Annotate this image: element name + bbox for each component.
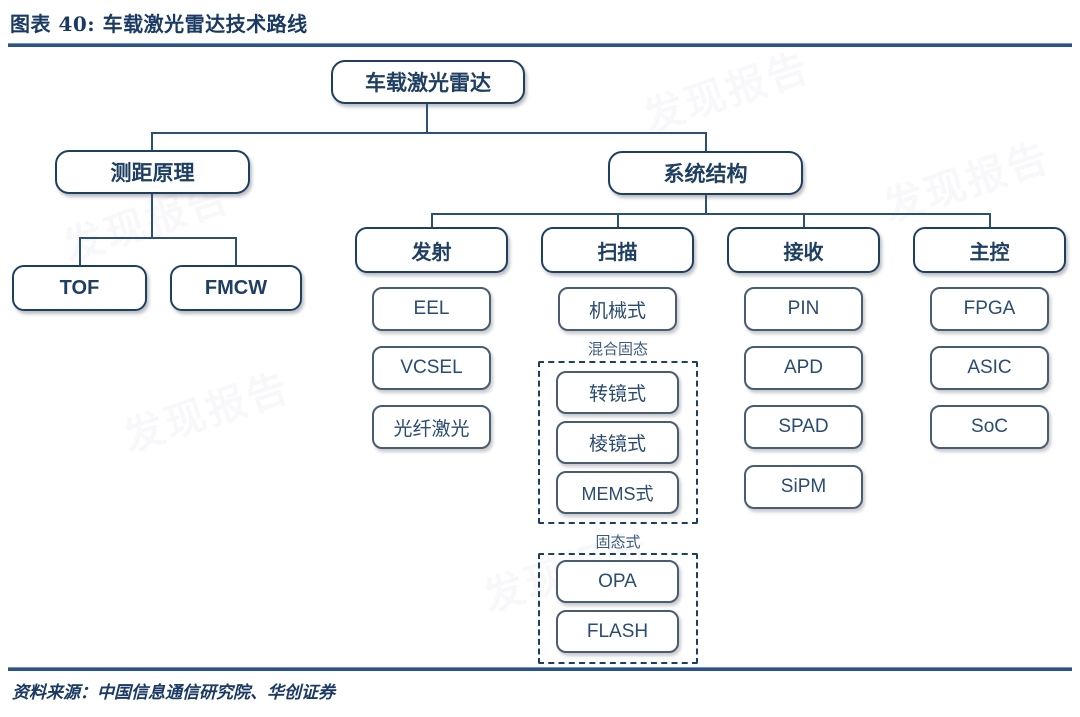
node-label: PIN (787, 298, 820, 319)
node-label: TOF (59, 276, 100, 299)
leaf-apd[interactable]: APD (744, 346, 863, 390)
connector-system-bus (431, 213, 990, 215)
group-box-solid-state (538, 553, 698, 664)
leaf-sipm[interactable]: SiPM (744, 465, 863, 509)
node-receive[interactable]: 接收 (727, 227, 880, 273)
leaf-spad[interactable]: SPAD (744, 405, 863, 449)
connector-ranging-stem (151, 193, 153, 238)
connector-root-stem (426, 103, 428, 133)
node-label: 机械式 (588, 300, 646, 322)
watermark: 发现报告 (118, 365, 296, 461)
node-label: 光纤激光 (393, 418, 470, 440)
node-label: 接收 (783, 241, 824, 264)
node-emit[interactable]: 发射 (355, 227, 508, 273)
connector-system-stem (705, 194, 707, 214)
node-label: EEL (413, 298, 450, 319)
connector-to-ranging (151, 132, 153, 152)
source-note: 资料来源：中国信息通信研究院、华创证券 (12, 683, 335, 703)
node-label: 转镜式 (588, 384, 646, 405)
leaf-opa[interactable]: OPA (556, 560, 679, 603)
node-ranging-principle[interactable]: 测距原理 (55, 150, 250, 194)
node-fmcw[interactable]: FMCW (170, 265, 302, 311)
node-label: 主控 (969, 241, 1010, 264)
connector-to-scan (617, 213, 619, 227)
node-label: FLASH (586, 620, 649, 642)
watermark: 发现报告 (878, 135, 1056, 231)
node-label: 车载激光雷达 (365, 72, 491, 95)
connector-to-fmcw (235, 237, 237, 265)
connector-ranging-bus (79, 237, 237, 239)
group-label-hybrid-solid: 混合固态 (587, 341, 648, 358)
leaf-flash[interactable]: FLASH (556, 610, 679, 653)
connector-to-receive (803, 213, 805, 227)
connector-to-tof (79, 237, 81, 265)
node-label: 棱镜式 (588, 434, 646, 455)
connector-to-emit (431, 213, 433, 227)
connector-to-control (989, 213, 991, 227)
connector-root-bus (151, 132, 707, 134)
source-divider (8, 667, 1072, 671)
node-label: 测距原理 (110, 162, 195, 185)
node-label: SPAD (778, 416, 829, 437)
leaf-pin[interactable]: PIN (744, 287, 863, 331)
leaf-vcsel[interactable]: VCSEL (372, 346, 491, 390)
leaf-mems[interactable]: MEMS式 (556, 471, 679, 514)
leaf-soc[interactable]: SoC (930, 405, 1049, 449)
node-label: VCSEL (400, 357, 463, 378)
node-root[interactable]: 车载激光雷达 (331, 60, 525, 104)
node-label: ASIC (967, 357, 1012, 378)
node-label: SoC (971, 416, 1008, 437)
node-system-architecture[interactable]: 系统结构 (608, 151, 803, 195)
leaf-fpga[interactable]: FPGA (930, 287, 1049, 331)
node-scan[interactable]: 扫描 (541, 227, 694, 273)
node-label: 发射 (411, 241, 452, 264)
group-box-hybrid-solid (538, 361, 698, 524)
leaf-eel[interactable]: EEL (372, 287, 491, 331)
connector-to-system (705, 132, 707, 152)
node-label: FPGA (963, 298, 1016, 319)
node-label: 扫描 (597, 241, 638, 264)
node-label: 系统结构 (663, 163, 748, 186)
watermark: 发现报告 (638, 45, 816, 141)
title-divider (8, 43, 1072, 47)
node-label: MEMS式 (581, 483, 654, 504)
node-label: OPA (598, 570, 637, 592)
leaf-rotating-mirror[interactable]: 转镜式 (556, 371, 679, 414)
leaf-mechanical[interactable]: 机械式 (558, 287, 677, 331)
leaf-fiber-laser[interactable]: 光纤激光 (372, 405, 491, 449)
node-label: SiPM (780, 476, 827, 497)
leaf-asic[interactable]: ASIC (930, 346, 1049, 390)
node-label: FMCW (204, 276, 268, 299)
group-label-solid-state: 固态式 (595, 534, 641, 551)
node-control[interactable]: 主控 (913, 227, 1066, 273)
leaf-prism[interactable]: 棱镜式 (556, 421, 679, 464)
node-label: APD (783, 357, 824, 378)
figure-title: 图表 40: 车载激光雷达技术路线 (10, 12, 308, 36)
node-tof[interactable]: TOF (12, 265, 147, 311)
